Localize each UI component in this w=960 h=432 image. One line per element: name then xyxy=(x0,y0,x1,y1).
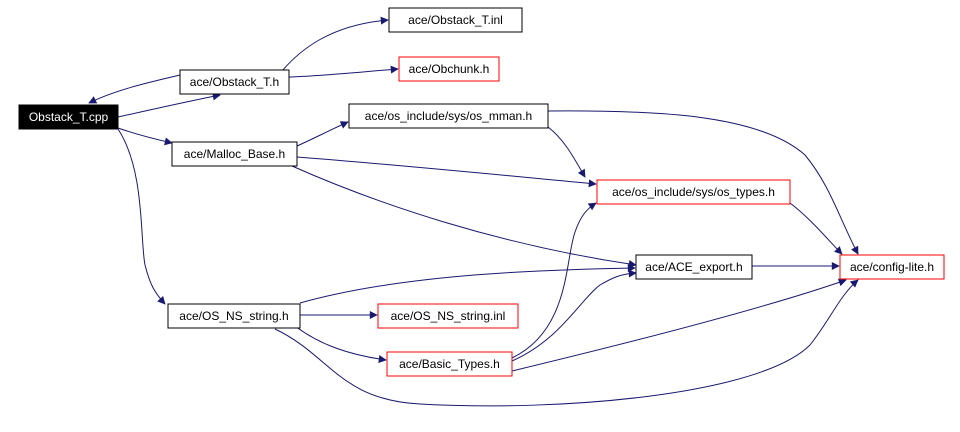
node-obstack-t-h[interactable]: ace/Obstack_T.h xyxy=(179,69,290,95)
edge-basic-types-to-os-types xyxy=(511,202,597,359)
node-os-mman-h[interactable]: ace/os_include/sys/os_mman.h xyxy=(348,103,549,129)
node-os-ns-string-inl[interactable]: ace/OS_NS_string.inl xyxy=(377,303,519,329)
node-label: ace/os_include/sys/os_types.h xyxy=(612,185,775,199)
edge-cpp-to-malloc-base xyxy=(117,127,173,146)
node-obstack-t-cpp[interactable]: Obstack_T.cpp xyxy=(18,104,119,130)
node-label: ace/config-lite.h xyxy=(850,260,934,274)
edge-cpp-to-os-ns-string xyxy=(117,128,166,305)
node-label: ace/Obstack_T.inl xyxy=(408,13,503,27)
node-label: ace/OS_NS_string.h xyxy=(179,309,288,323)
node-malloc-base-h[interactable]: ace/Malloc_Base.h xyxy=(171,141,298,167)
edge-os-ns-string-to-config-lite xyxy=(274,279,859,407)
node-label: ace/OS_NS_string.inl xyxy=(391,309,506,323)
edge-malloc-to-ace-export xyxy=(291,165,637,268)
edge-os-mman-to-os-types xyxy=(547,126,586,178)
edge-basic-types-to-ace-export xyxy=(511,269,637,362)
node-label: ace/Basic_Types.h xyxy=(399,357,500,371)
node-label: Obstack_T.cpp xyxy=(29,110,109,124)
node-label: ace/ACE_export.h xyxy=(645,260,742,274)
node-label: ace/Obstack_T.h xyxy=(190,75,279,89)
edge-os-mman-to-config-lite xyxy=(547,110,859,255)
node-obstack-t-inl[interactable]: ace/Obstack_T.inl xyxy=(388,7,523,33)
edge-os-ns-string-to-basic-types xyxy=(294,325,387,363)
node-label: ace/Malloc_Base.h xyxy=(184,147,285,161)
node-label: ace/Obchunk.h xyxy=(409,62,490,76)
node-obchunk-h[interactable]: ace/Obchunk.h xyxy=(398,56,500,82)
node-ace-export-h[interactable]: ace/ACE_export.h xyxy=(635,254,753,280)
edge-cpp-to-obstack-h xyxy=(117,92,221,118)
edge-obstack-h-to-cpp xyxy=(88,74,181,104)
edge-os-types-to-config-lite xyxy=(789,202,843,255)
node-basic-types-h[interactable]: ace/Basic_Types.h xyxy=(386,351,513,377)
node-config-lite-h[interactable]: ace/config-lite.h xyxy=(839,254,945,280)
edge-obstack-h-to-inl xyxy=(281,16,389,72)
edge-malloc-to-os-mman xyxy=(296,121,349,147)
edge-os-ns-string-to-ace-export xyxy=(299,264,636,304)
edge-obstack-h-to-obchunk xyxy=(288,65,399,78)
node-os-types-h[interactable]: ace/os_include/sys/os_types.h xyxy=(596,179,791,205)
edge-malloc-to-os-types xyxy=(296,156,597,188)
edges xyxy=(88,16,859,407)
node-os-ns-string-h[interactable]: ace/OS_NS_string.h xyxy=(167,303,301,329)
edge-basic-types-to-config-lite xyxy=(511,278,847,372)
node-label: ace/os_include/sys/os_mman.h xyxy=(365,109,532,123)
